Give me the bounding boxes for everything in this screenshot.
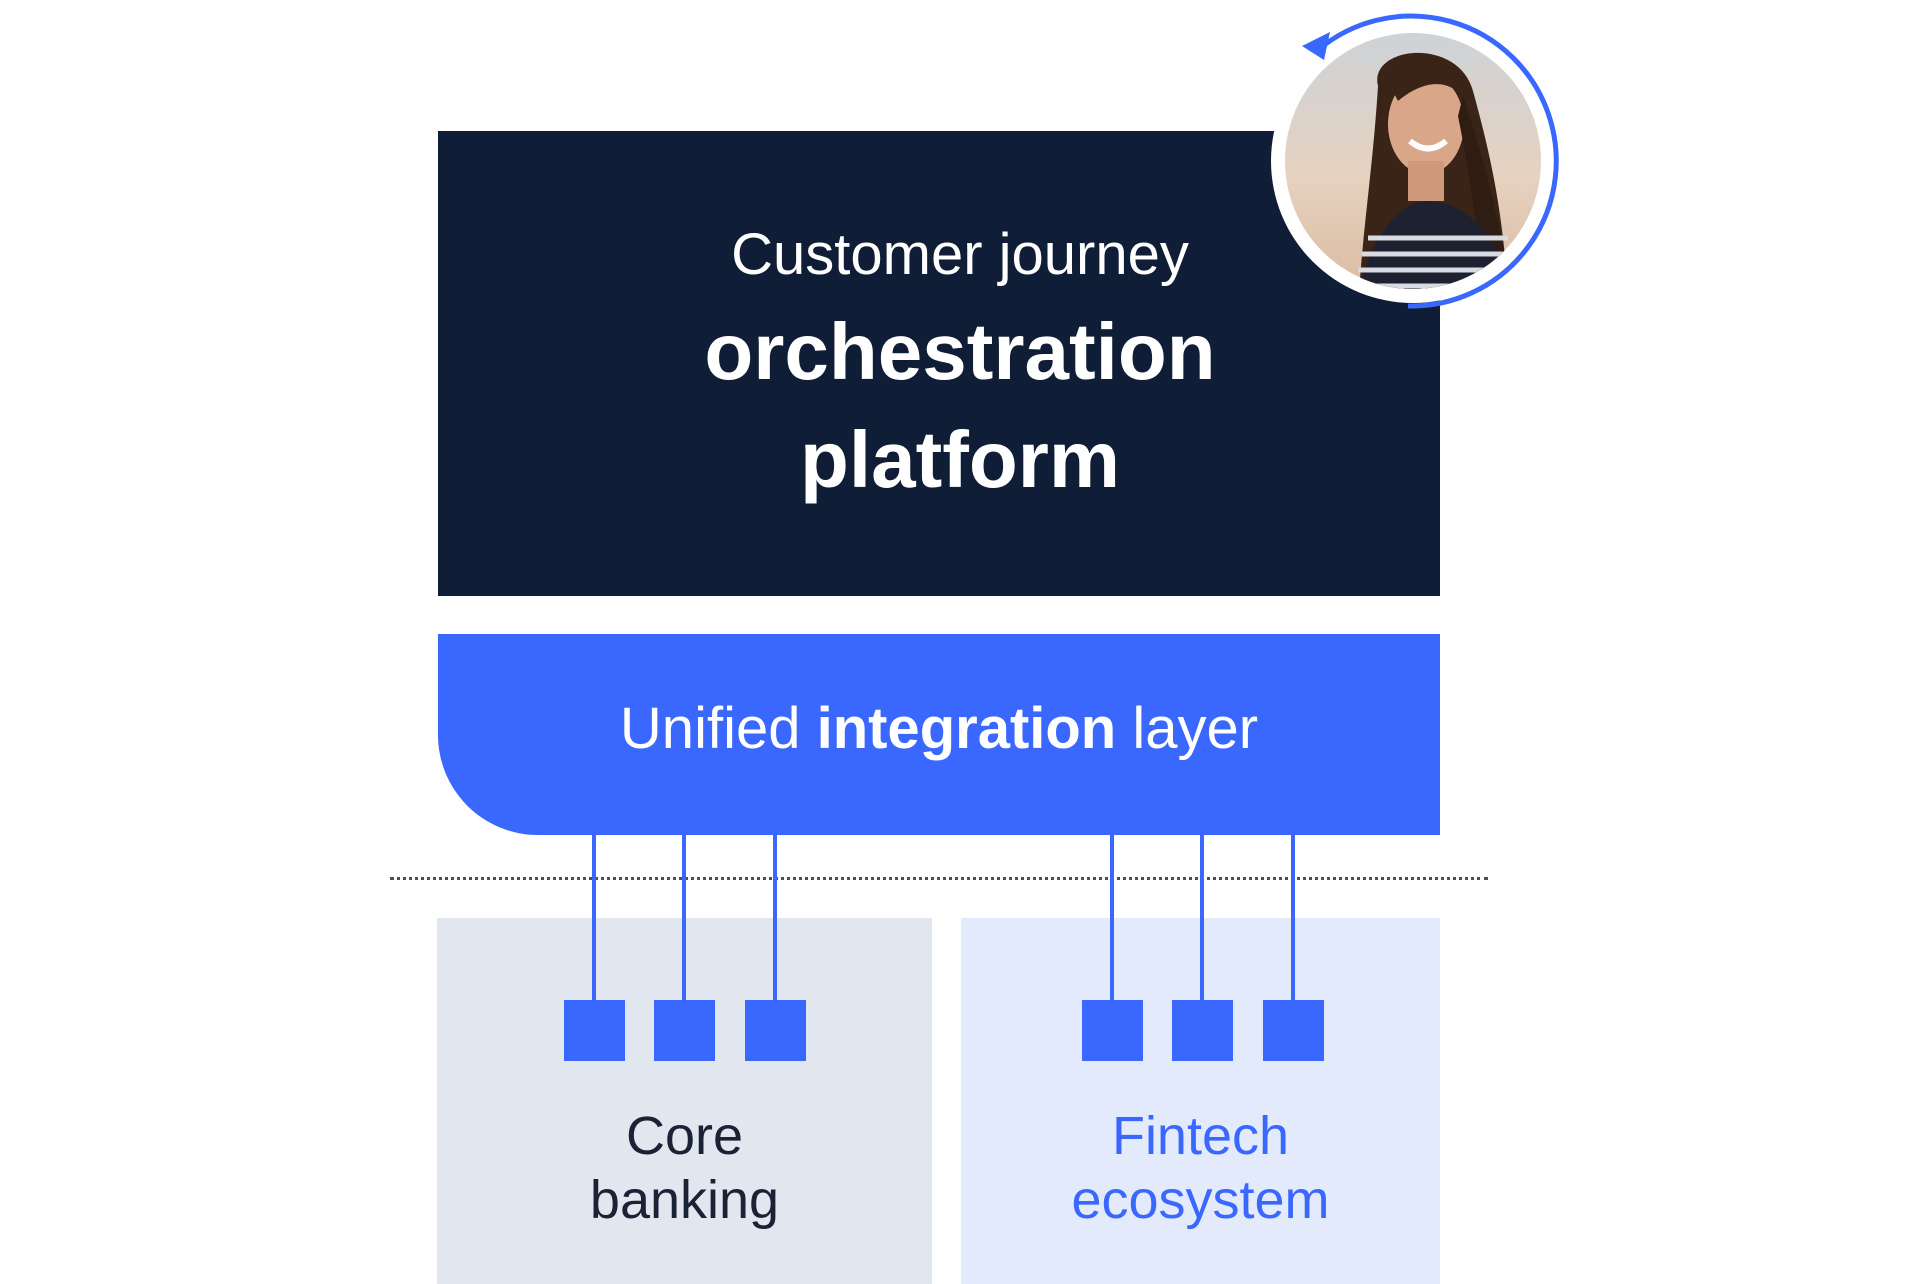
core-banking-line1: Core — [625, 1106, 744, 1166]
core-connector-wire — [592, 835, 596, 1003]
integration-suffix: layer — [1116, 696, 1259, 761]
orchestration-title-line3: platform — [800, 415, 1120, 504]
person-photo-icon — [1285, 33, 1541, 289]
fintech-connector-node — [1263, 1000, 1324, 1061]
fintech-connector-wire — [1110, 835, 1114, 1003]
orchestration-title-line1: Customer journey — [731, 222, 1189, 287]
core-connector-node — [654, 1000, 715, 1061]
core-banking-label: Core banking — [437, 1104, 932, 1232]
fintech-connector-node — [1172, 1000, 1233, 1061]
integration-layer-box — [438, 634, 1440, 835]
fintech-ecosystem-label: Fintech ecosystem — [961, 1104, 1440, 1232]
fintech-connector-wire — [1291, 835, 1295, 1003]
customer-avatar — [1271, 13, 1559, 309]
core-connector-wire — [773, 835, 777, 1003]
orchestration-platform-box — [438, 131, 1440, 596]
orchestration-title-line2: orchestration — [704, 307, 1216, 396]
core-connector-node — [564, 1000, 625, 1061]
core-banking-line2: banking — [589, 1170, 780, 1230]
fintech-line1: Fintech — [1111, 1106, 1290, 1166]
integration-bold: integration — [816, 696, 1117, 761]
fintech-connector-node — [1082, 1000, 1143, 1061]
fintech-line2: ecosystem — [1071, 1170, 1330, 1230]
cycle-arrow-icon — [1302, 13, 1559, 309]
boundary-dotted-line — [390, 877, 1488, 880]
integration-prefix: Unified — [619, 696, 817, 761]
core-connector-wire — [682, 835, 686, 1003]
core-connector-node — [745, 1000, 806, 1061]
integration-layer-label: Unified integration layer — [438, 700, 1440, 758]
fintech-connector-wire — [1200, 835, 1204, 1003]
